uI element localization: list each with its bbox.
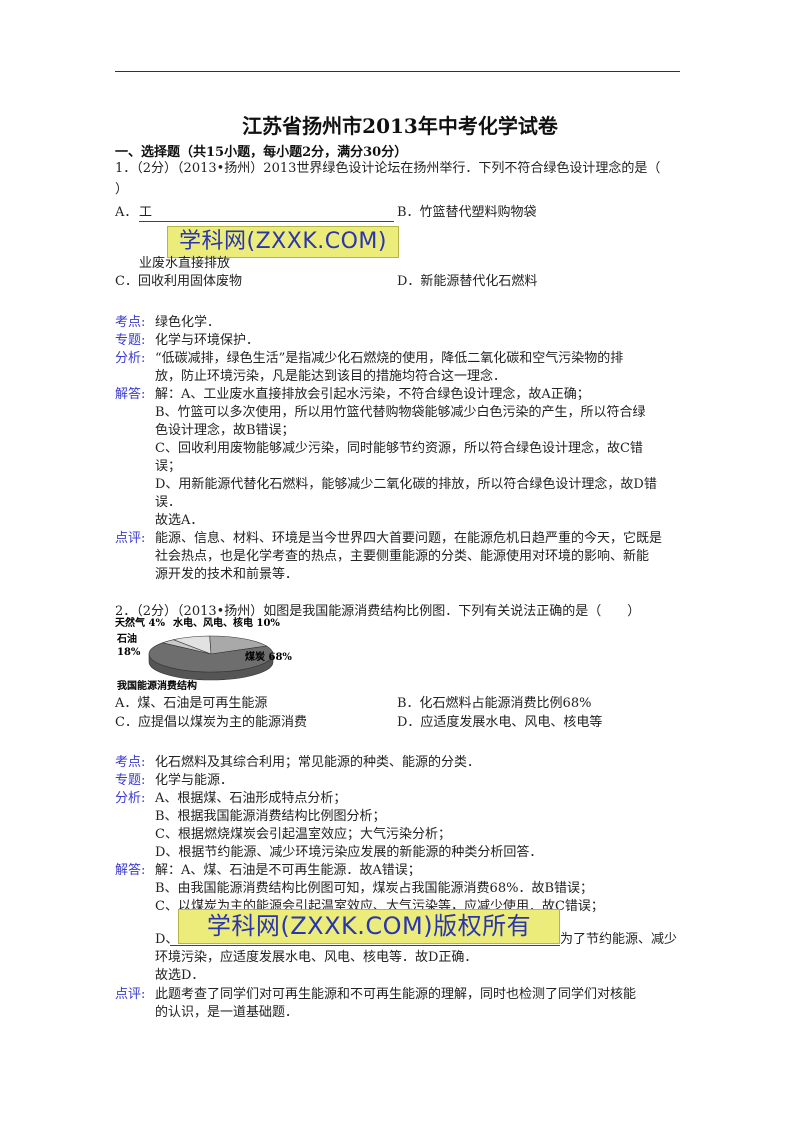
q1-jieda-line: B、竹篮可以多次使用，所以用竹篮代替购物袋能够减少白色污染的产生，所以符合绿 (155, 405, 646, 420)
q2-zhuanti: 化学与能源． (155, 773, 234, 788)
q1-dianping-label: 点评: (115, 531, 146, 546)
q2-fenxi-line: C、根据燃烧煤炭会引起温室效应；大气污染分析； (155, 827, 451, 842)
q2-jieda-line: D、 (155, 932, 179, 947)
q2-option-a: A．煤、石油是可再生能源 (115, 696, 268, 711)
underline-rule (139, 221, 394, 222)
q1-option-b: B．竹篮替代塑料购物袋 (397, 205, 537, 220)
q2-option-c: C．应提倡以煤炭为主的能源消费 (115, 715, 307, 730)
q2-dianping-line: 的认识，是一道基础题． (155, 1005, 299, 1020)
q1-option-a-prefix: A． (115, 205, 138, 220)
q1-option-a-cont: 业废水直接排放 (139, 256, 231, 271)
watermark-banner-copyright: 学科网(ZXXK.COM)版权所有 (178, 909, 560, 944)
page-title: 江苏省扬州市2013年中考化学试卷 (242, 114, 558, 138)
q2-option-d: D．应适度发展水电、风电、核电等 (397, 715, 603, 730)
q2-kaodian: 化石燃料及其综合利用；常见能源的种类、能源的分类． (155, 755, 481, 770)
q2-option-b: B．化石燃料占能源消费比例68% (397, 696, 592, 711)
q1-option-d: D．新能源替代化石燃料 (397, 274, 538, 289)
q1-jieda-line: D、用新能源代替化石燃料，能够减少二氧化碳的排放，所以符合绿色设计理念，故D错 (155, 477, 657, 492)
q1-jieda-line: 误； (155, 459, 182, 474)
q2-zhuanti-label: 专题: (115, 773, 146, 788)
chart-title: 我国能源消费结构 (117, 679, 197, 692)
q1-jieda-line: C、回收利用废物能够减少污染，同时能够节约资源，所以符合绿色设计理念，故C错 (155, 441, 643, 456)
q2-jieda-line: B、由我国能源消费结构比例图可知，煤炭占我国能源消费68%．故B错误； (155, 881, 594, 896)
label-hydro-wind-nuclear: 水电、风电、核电 10% (172, 616, 280, 629)
q2-dianping-label: 点评: (115, 987, 146, 1002)
q2-fenxi-label: 分析: (115, 791, 146, 806)
q1-dianping-line: 能源、信息、材料、环境是当今世界四大首要问题，在能源危机日趋严重的今天，它既是 (155, 531, 663, 546)
section-heading: 一、选择题（共15小题，每小题2分，满分30分） (115, 145, 408, 160)
q1-stem-end: ） (115, 182, 129, 197)
q1-zhuanti: 化学与环境保护． (155, 333, 260, 348)
label-natural-gas: 天然气 4% (115, 616, 165, 629)
watermark-banner: 学科网(ZXXK.COM) (167, 226, 399, 258)
top-rule (115, 71, 680, 72)
q1-jieda-label: 解答: (115, 387, 146, 402)
q2-jieda-line: 环境污染，应适度发展水电、风电、核电等．故D正确． (155, 950, 478, 965)
q1-stem: 1．（2分）（2013•扬州）2013世界绿色设计论坛在扬州举行．下列不符合绿色… (115, 161, 661, 176)
q1-jieda-line: 解：A、工业废水直接排放会引起水污染，不符合绿色设计理念，故A正确； (155, 387, 590, 402)
label-coal: 煤炭 68% (245, 650, 292, 663)
q2-jieda-line: 故选D． (155, 968, 205, 983)
q2-jieda-line: 解：A、煤、石油是不可再生能源．故A错误； (155, 863, 421, 878)
q1-dianping-line: 源开发的技术和前景等． (155, 567, 299, 582)
q1-option-c: C．回收利用固体废物 (115, 274, 242, 289)
q1-jieda-line: 误． (155, 495, 182, 510)
q1-kaodian-label: 考点: (115, 315, 146, 330)
q1-dianping-line: 社会热点，也是化学考查的热点，主要侧重能源的分类、能源使用对环境的影响、新能 (155, 549, 650, 564)
pie-slice-3 (148, 642, 274, 673)
q1-jieda-line: 故选A． (155, 513, 204, 528)
q2-kaodian-label: 考点: (115, 755, 146, 770)
pie-slice-2 (209, 635, 268, 655)
underline-rule (170, 945, 560, 946)
q1-kaodian: 绿色化学． (155, 315, 221, 330)
q2-fenxi-line: A、根据煤、石油形成特点分析； (155, 791, 347, 806)
q2-fenxi-line: B、根据我国能源消费结构比例图分析； (155, 809, 386, 824)
q1-jieda-line: 色设计理念，故B错误； (155, 423, 295, 438)
q1-option-a-word: 工 (139, 205, 153, 220)
q2-stem: 2．（2分）（2013•扬州）如图是我国能源消费结构比例图．下列有关说法正确的是… (115, 604, 641, 619)
q2-jieda-label: 解答: (115, 863, 146, 878)
q2-jieda-line: 为了节约能源、减少 (560, 932, 678, 947)
q1-fenxi-line: 放，防止环境污染，凡是能达到该目的措施均符合这一理念． (155, 369, 507, 384)
q1-fenxi-label: 分析: (115, 351, 146, 366)
q1-fenxi-line: “低碳减排，绿色生活”是指减少化石燃烧的使用，降低二氧化碳和空气污染物的排 (155, 351, 624, 366)
q1-zhuanti-label: 专题: (115, 333, 146, 348)
q2-fenxi-line: D、根据节约能源、减少环境污染应发展的新能源的种类分析回答． (155, 845, 543, 860)
q2-dianping-line: 此题考查了同学们对可再生能源和不可再生能源的理解，同时也检测了同学们对核能 (155, 987, 637, 1002)
